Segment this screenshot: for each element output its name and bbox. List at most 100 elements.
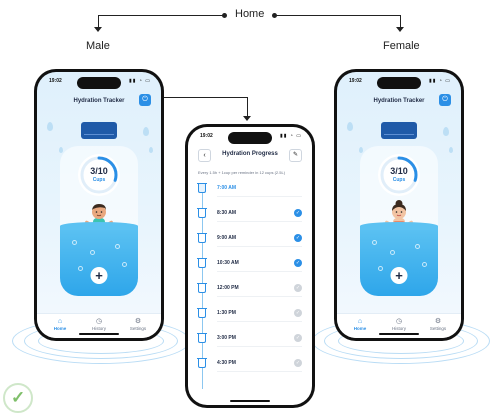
nav-history[interactable]: ◷History (384, 318, 414, 331)
progress-screen: 19:02 ▮▮ ◔ ▭ ‹ Hydration Progress ✎ Ever… (188, 127, 312, 405)
timeline-row[interactable]: 7:00 AM (197, 183, 302, 197)
bottom-nav: ⌂Home ◷History ⚙Settings (337, 313, 461, 338)
male-label: Male (86, 40, 110, 52)
gear-icon: ⚙ (134, 318, 142, 325)
chevron-left-icon: ‹ (203, 152, 206, 159)
droplet-icon (347, 122, 353, 131)
clock-icon: ◷ (95, 318, 103, 325)
connector-line-power-drop (247, 97, 248, 118)
power-icon[interactable]: ⏻ (439, 94, 451, 106)
reminder-time: 10:30 AM (217, 260, 239, 266)
row-divider (217, 271, 302, 272)
droplet-icon (143, 127, 149, 136)
timeline-row[interactable]: 12:00 PM✓ (197, 283, 302, 297)
progress-subtitle: Every 1.5h + 1cup per reminder in 12 cup… (198, 170, 286, 175)
check-done-icon[interactable]: ✓ (294, 209, 302, 217)
cups-progress-ring: 3/10 Cups (78, 154, 120, 196)
connector-line-right (275, 15, 401, 16)
row-divider (217, 221, 302, 222)
bubble (78, 266, 83, 271)
cups-count: 3/10 (390, 166, 408, 176)
droplet-icon (59, 147, 63, 153)
nav-settings[interactable]: ⚙Settings (423, 318, 453, 331)
row-divider (217, 321, 302, 322)
check-done-icon[interactable]: ✓ (294, 259, 302, 267)
nav-home[interactable]: ⌂Home (45, 318, 75, 331)
timeline-row[interactable]: 1:30 PM ✓ (197, 308, 302, 322)
bottle-cap (81, 122, 117, 139)
check-pending-icon[interactable]: ✓ (294, 334, 302, 342)
check-pending-icon[interactable]: ✓ (294, 309, 302, 317)
male-screen: 19:02 ▮▮ ◔ ▭ Hydration Tracker ⏻ 3/10 Cu… (37, 72, 161, 338)
add-cup-button[interactable]: + (90, 267, 108, 284)
arrow-down-icon (396, 27, 404, 32)
check-done-icon[interactable]: ✓ (294, 234, 302, 242)
leaf-icon: ✓ (11, 388, 26, 407)
timeline-row[interactable]: 9:00 AM ✓ (197, 233, 302, 247)
check-pending-icon[interactable]: ✓ (294, 359, 302, 367)
edit-button[interactable]: ✎ (289, 149, 302, 162)
water-fill: + (60, 222, 138, 296)
row-divider (217, 246, 302, 247)
home-indicator (79, 333, 119, 335)
row-divider (217, 371, 302, 372)
progress-title: Hydration Progress (222, 151, 278, 157)
arrow-down-icon (94, 27, 102, 32)
cup-icon (197, 358, 207, 368)
cup-icon (197, 258, 207, 268)
bubble (415, 244, 420, 249)
connector-line-power (156, 97, 248, 98)
timeline-row[interactable]: 3:00 PM ✓ (197, 333, 302, 347)
status-icons: ▮▮ ◔ ▭ (279, 133, 302, 139)
edit-icon: ✎ (292, 152, 299, 158)
connector-line-left (98, 15, 224, 16)
home-indicator (379, 333, 419, 335)
droplet-icon (359, 147, 363, 153)
progress-phone: 19:02 ▮▮ ◔ ▭ ‹ Hydration Progress ✎ Ever… (185, 124, 315, 408)
check-pending-icon[interactable]: ✓ (294, 284, 302, 292)
timeline-row[interactable]: 10:30 AM ✓ (197, 258, 302, 272)
power-icon[interactable]: ⏻ (139, 94, 151, 106)
reminder-time: 9:00 AM (217, 235, 236, 241)
nav-history[interactable]: ◷History (84, 318, 114, 331)
status-icons: ▮▮ ◔ ▭ (128, 78, 151, 84)
home-label: Home (235, 8, 265, 20)
bottom-nav: ⌂Home ◷History ⚙Settings (37, 313, 161, 338)
connector-dot-right (272, 13, 277, 18)
female-screen: 19:02 ▮▮ ◔ ▭ Hydration Tracker ⏻ 3/10 Cu… (337, 72, 461, 338)
bubble (372, 240, 377, 245)
status-time: 19:02 (49, 78, 62, 84)
cup-icon (197, 208, 207, 218)
bubble (390, 250, 395, 255)
droplet-icon (443, 127, 449, 136)
cups-unit: Cups (392, 177, 406, 183)
clock-icon: ◷ (395, 318, 403, 325)
bubble (72, 240, 77, 245)
bubble (378, 266, 383, 271)
bubble (115, 244, 120, 249)
home-icon: ⌂ (357, 318, 363, 325)
cups-unit: Cups (92, 177, 106, 183)
notch (228, 132, 272, 144)
cups-progress-ring: 3/10 Cups (378, 154, 420, 196)
reminder-time: 4:30 PM (217, 360, 236, 366)
timeline-row[interactable]: 4:30 PM ✓ (197, 358, 302, 372)
nav-settings[interactable]: ⚙Settings (123, 318, 153, 331)
bubble (122, 262, 127, 267)
connector-line-right-drop (400, 15, 401, 29)
brand-logo: ✓ (3, 383, 33, 413)
droplet-icon (449, 147, 453, 153)
home-icon: ⌂ (57, 318, 63, 325)
row-divider (217, 196, 302, 197)
nav-home[interactable]: ⌂Home (345, 318, 375, 331)
connector-dot-left (222, 13, 227, 18)
reminder-time: 1:30 PM (217, 310, 236, 316)
add-cup-button[interactable]: + (390, 267, 408, 284)
reminder-time: 3:00 PM (217, 335, 236, 341)
droplet-icon (47, 122, 53, 131)
bottle-cap (381, 122, 417, 139)
timeline-row[interactable]: 8:30 AM✓ (197, 208, 302, 222)
cups-count: 3/10 (90, 166, 108, 176)
row-divider (217, 296, 302, 297)
back-button[interactable]: ‹ (198, 149, 211, 162)
